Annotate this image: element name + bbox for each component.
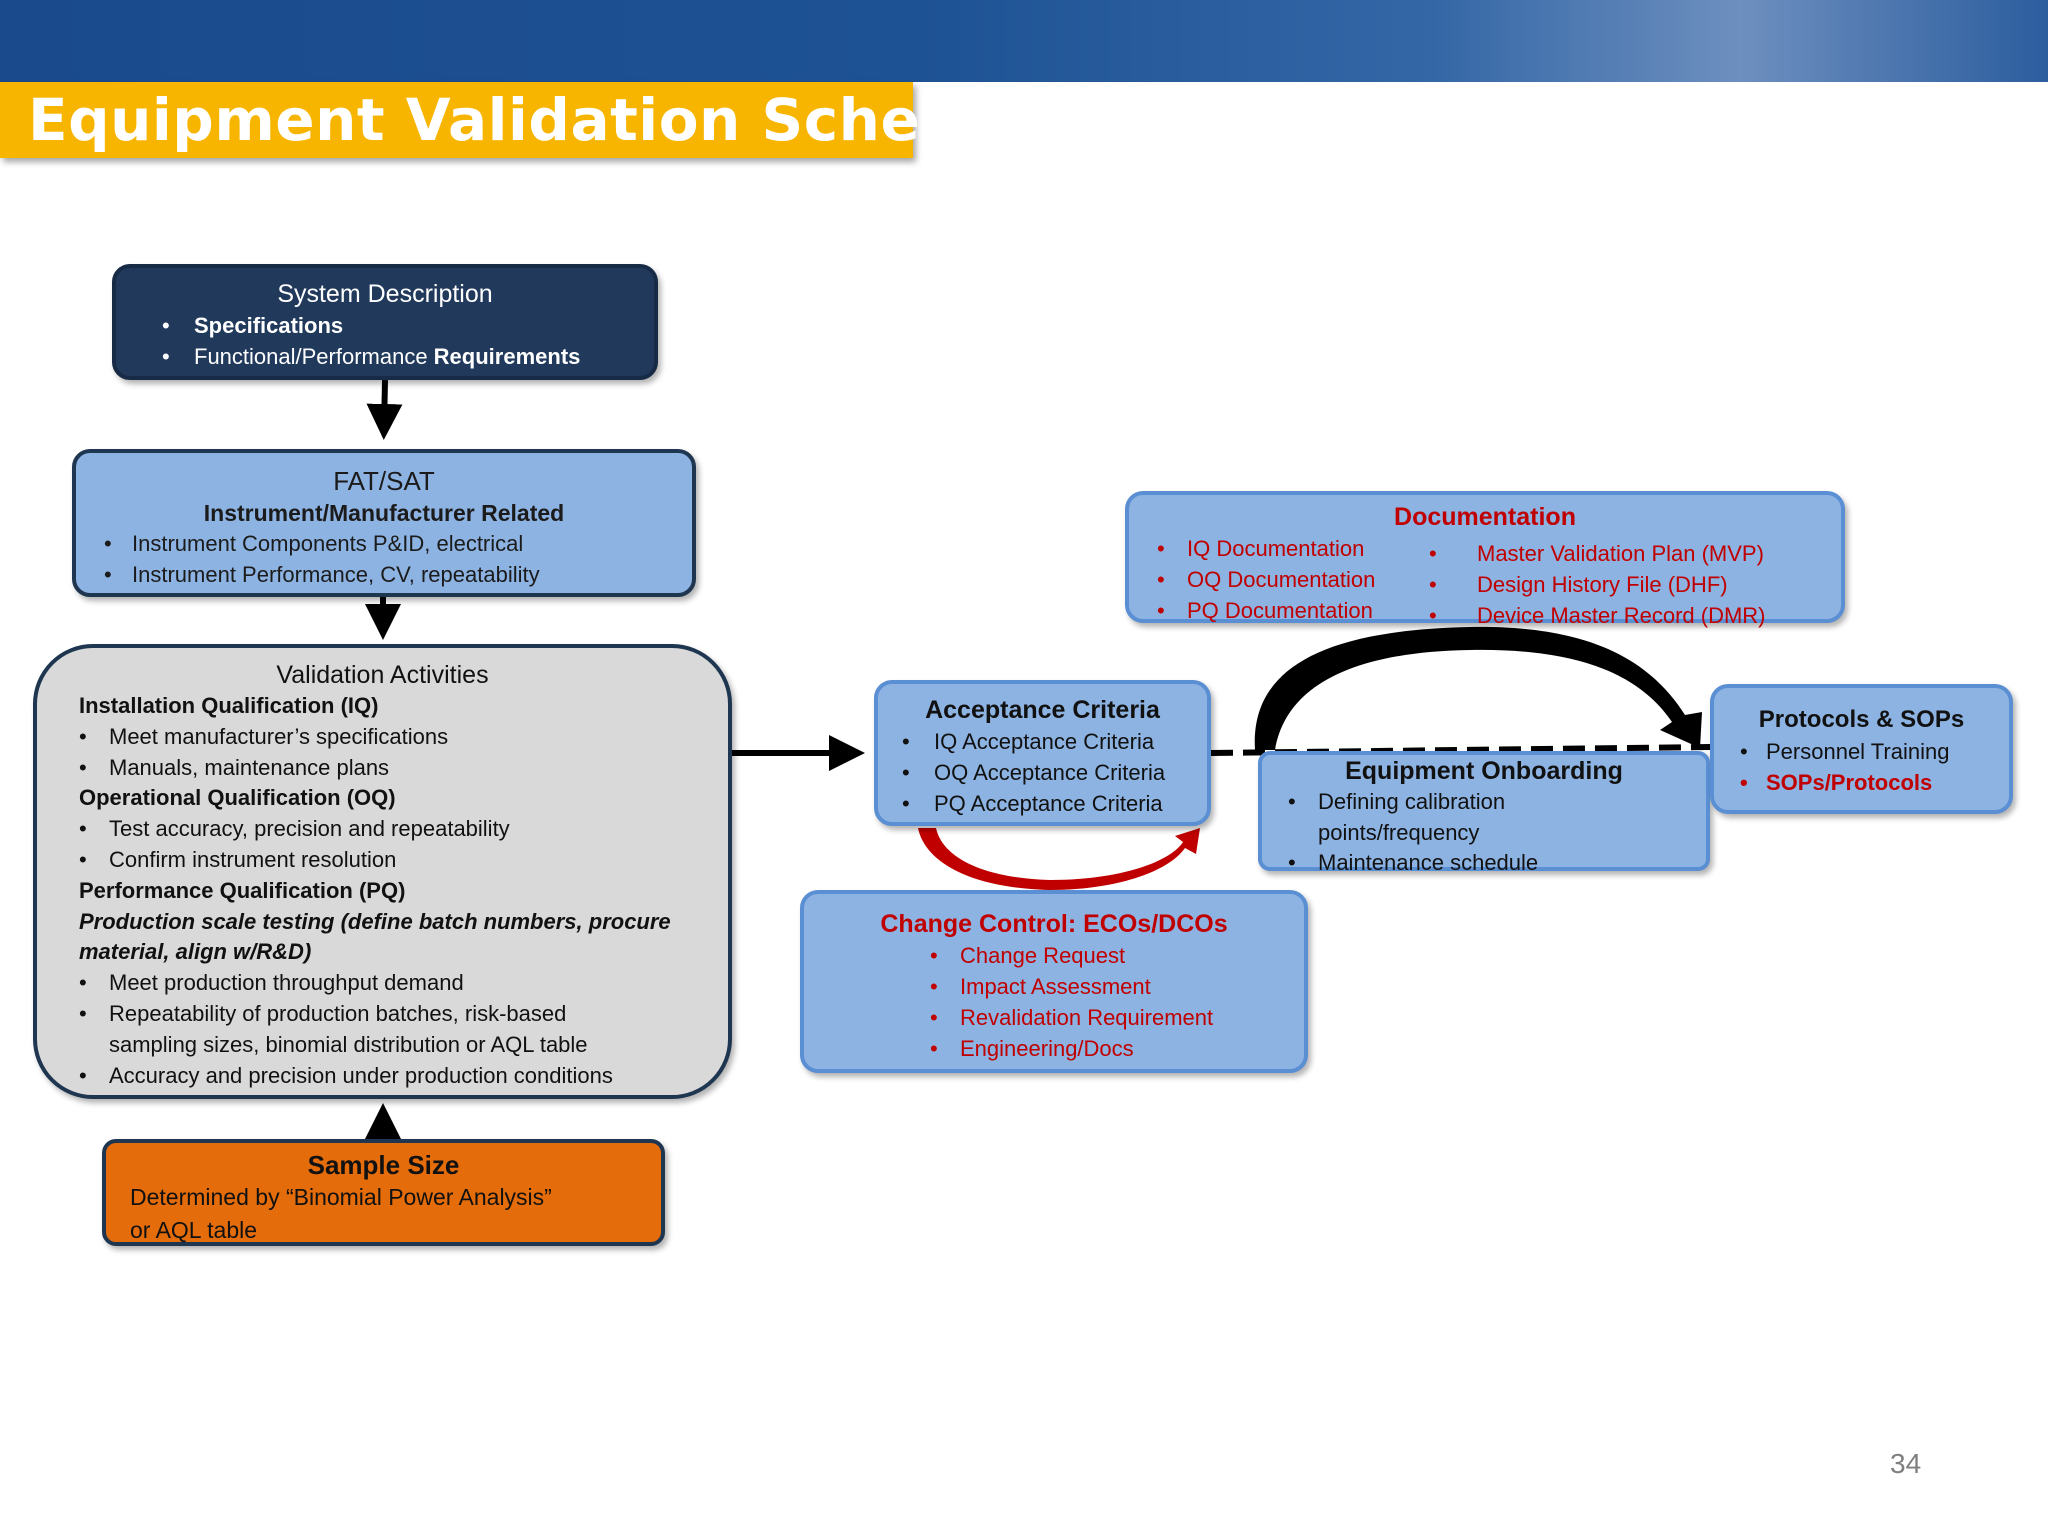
pq-item: Meet production throughput demand (79, 968, 728, 999)
arrow-system-to-fat (366, 379, 403, 440)
documentation-item: Design History File (DHF) (1429, 569, 1766, 600)
top-banner (0, 0, 2048, 82)
documentation-box: Documentation IQ Documentation OQ Docume… (1125, 491, 1845, 631)
protocols-sops-heading: Protocols & SOPs (1758, 706, 1965, 733)
protocols-sops-box: Protocols & SOPs Personnel Training SOPs… (1710, 684, 2013, 814)
fat-sat-item: Instrument Performance, CV, repeatabilit… (100, 559, 668, 590)
oq-heading: Operational Qualification (OQ) (79, 785, 396, 811)
system-description-item: Specifications (136, 310, 634, 341)
iq-item: Manuals, maintenance plans (79, 753, 728, 784)
acceptance-criteria-item: PQ Acceptance Criteria (896, 788, 1189, 819)
pq-note: Production scale testing (define batch n… (79, 908, 671, 934)
pq-item-line: Repeatability of production batches, ris… (109, 1000, 567, 1026)
oq-item: Confirm instrument resolution (79, 845, 728, 876)
fat-sat-item: Instrument Components P&ID, electrical (100, 528, 668, 559)
validation-activities-heading: Validation Activities (276, 661, 489, 689)
system-description-item-text: Functional/Performance (194, 344, 434, 369)
system-description-item-bold: Specifications (194, 313, 344, 338)
documentation-column-1: IQ Documentation OQ Documentation PQ Doc… (1157, 533, 1375, 626)
documentation-item: IQ Documentation (1157, 533, 1375, 564)
acceptance-criteria-heading: Acceptance Criteria (925, 696, 1160, 724)
acceptance-criteria-item: OQ Acceptance Criteria (896, 757, 1189, 788)
change-control-item: Revalidation Requirement (824, 1002, 1284, 1033)
system-description-item-bold: Requirements (433, 344, 581, 369)
iq-heading: Installation Qualification (IQ) (79, 693, 379, 718)
red-curved-arrow-acceptance-change-control (918, 828, 1200, 890)
curved-arrow-onboarding-to-protocols (1254, 626, 1702, 750)
system-description-box: System Description Specifications Functi… (112, 264, 658, 380)
system-description-heading: System Description (277, 280, 493, 308)
change-control-box: Change Control: ECOs/DCOs Change Request… (800, 890, 1308, 1073)
documentation-column-2: Master Validation Plan (MVP) Design Hist… (1429, 538, 1766, 631)
sample-size-box: Sample Size Determined by “Binomial Powe… (102, 1139, 665, 1246)
fat-sat-heading: FAT/SAT (333, 466, 435, 496)
fat-sat-box: FAT/SAT Instrument/Manufacturer Related … (72, 449, 696, 597)
iq-item: Meet manufacturer’s specifications (79, 722, 728, 753)
pq-item-line: sampling sizes, binomial distribution or… (109, 1031, 588, 1057)
protocols-sops-item: Personnel Training (1734, 736, 1989, 767)
sample-size-text: or AQL table (130, 1217, 258, 1243)
oq-item: Test accuracy, precision and repeatabili… (79, 814, 728, 845)
change-control-heading: Change Control: ECOs/DCOs (880, 910, 1228, 938)
fat-sat-subheading: Instrument/Manufacturer Related (203, 500, 565, 526)
title-bar: Equipment Validation Scheme (0, 82, 1021, 158)
sample-size-text: Determined by “Binomial Power Analysis” (130, 1184, 552, 1210)
equipment-onboarding-item: Defining calibration points/frequency (1282, 787, 1558, 848)
protocols-sops-item: SOPs/Protocols (1734, 767, 1989, 798)
documentation-item: Device Master Record (DMR) (1429, 600, 1766, 631)
equipment-onboarding-heading: Equipment Onboarding (1345, 757, 1623, 785)
change-control-item: Impact Assessment (824, 971, 1284, 1002)
system-description-item: Functional/Performance Requirements (136, 341, 634, 372)
sample-size-heading: Sample Size (307, 1150, 460, 1180)
change-control-item: Change Request (824, 940, 1284, 971)
documentation-item: PQ Documentation (1157, 595, 1375, 626)
validation-activities-box: Validation Activities Installation Quali… (33, 644, 732, 1099)
change-control-item: Engineering/Docs (824, 1033, 1284, 1064)
equipment-onboarding-item: Maintenance schedule (1282, 848, 1686, 879)
pq-item: Accuracy and precision under production … (79, 1061, 728, 1092)
acceptance-criteria-item: IQ Acceptance Criteria (896, 726, 1189, 757)
documentation-item: OQ Documentation (1157, 564, 1375, 595)
documentation-heading: Documentation (1394, 503, 1576, 531)
acceptance-criteria-box: Acceptance Criteria IQ Acceptance Criter… (874, 680, 1211, 826)
pq-heading: Performance Qualification (PQ) (79, 877, 406, 903)
pq-note: material, align w/R&D) (79, 939, 312, 965)
equipment-onboarding-box: Equipment Onboarding Defining calibratio… (1258, 751, 1710, 878)
page-title: Equipment Validation Scheme (28, 86, 1022, 154)
pq-item: Repeatability of production batches, ris… (79, 999, 728, 1061)
documentation-item: Master Validation Plan (MVP) (1429, 538, 1766, 569)
page-number: 34 (1890, 1448, 1922, 1479)
